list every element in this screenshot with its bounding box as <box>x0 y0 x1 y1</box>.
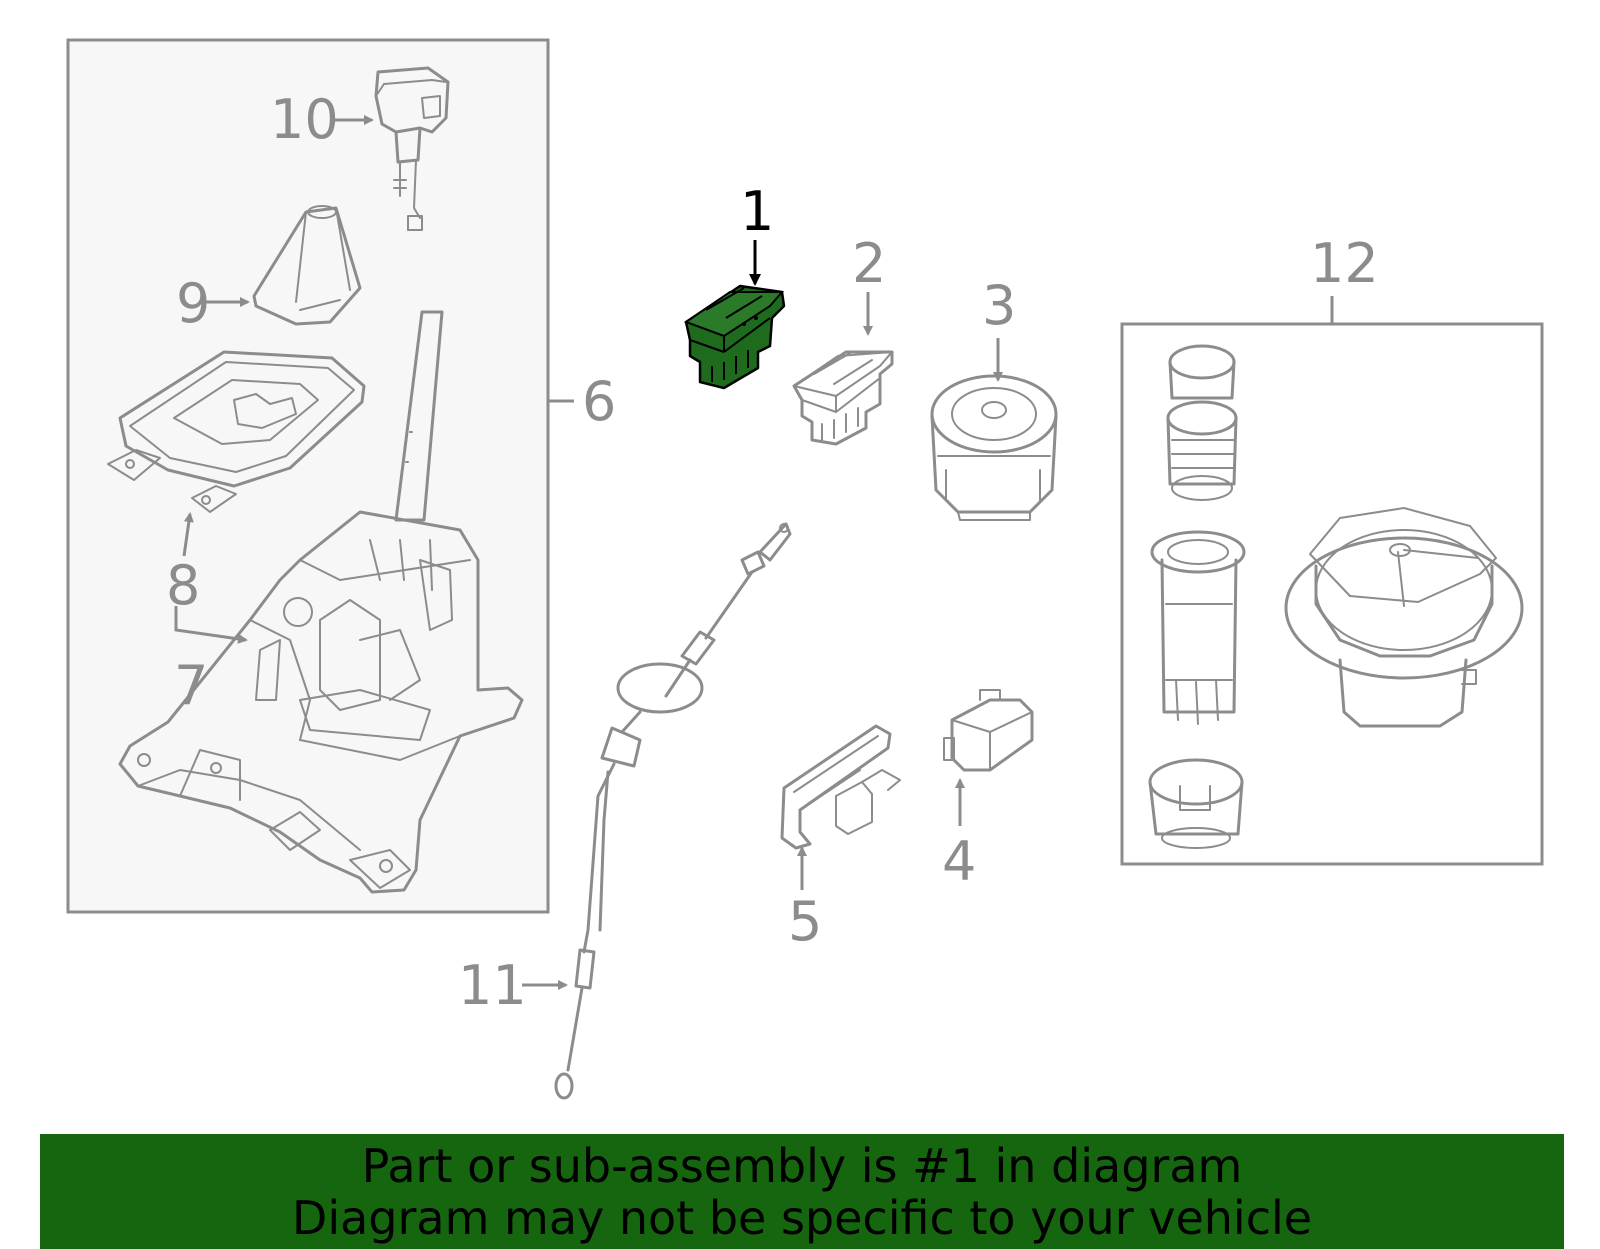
shifter-bezel-part[interactable] <box>107 350 366 513</box>
callout-5: 5 <box>788 890 822 953</box>
callout-4: 4 <box>942 830 976 893</box>
shifter-assembly-panel <box>66 38 574 914</box>
callout-8: 8 <box>166 554 200 617</box>
callout-10: 10 <box>270 88 339 151</box>
callout-7: 7 <box>174 654 208 717</box>
shift-knob-part[interactable] <box>374 66 450 231</box>
highlighted-switch-part[interactable] <box>683 284 786 390</box>
callout-1: 1 <box>740 180 774 243</box>
shifter-base-part[interactable] <box>118 310 524 894</box>
footer-caption: Part or sub-assembly is #1 in diagram Di… <box>40 1134 1564 1249</box>
power-outlet-part[interactable] <box>930 374 1058 521</box>
leader-arrows <box>174 115 1003 990</box>
callout-2: 2 <box>852 232 886 295</box>
callout-11: 11 <box>458 954 527 1017</box>
switch-part[interactable] <box>792 350 894 446</box>
connector-part[interactable] <box>943 689 1034 772</box>
shift-boot-part[interactable] <box>252 205 362 326</box>
bracket-part[interactable] <box>780 724 901 850</box>
callout-6: 6 <box>582 370 616 433</box>
callout-9: 9 <box>176 272 210 335</box>
shift-cable-part[interactable] <box>554 522 792 1100</box>
footer-banner <box>40 1134 1564 1249</box>
outlet-kit-parts[interactable] <box>1148 344 1524 849</box>
footer-line-1: Part or sub-assembly is #1 in diagram <box>361 1138 1243 1193</box>
outlet-kit-panel <box>1120 296 1544 866</box>
callout-3: 3 <box>982 274 1016 337</box>
callout-12: 12 <box>1310 232 1379 295</box>
footer-line-2: Diagram may not be specific to your vehi… <box>291 1190 1313 1245</box>
